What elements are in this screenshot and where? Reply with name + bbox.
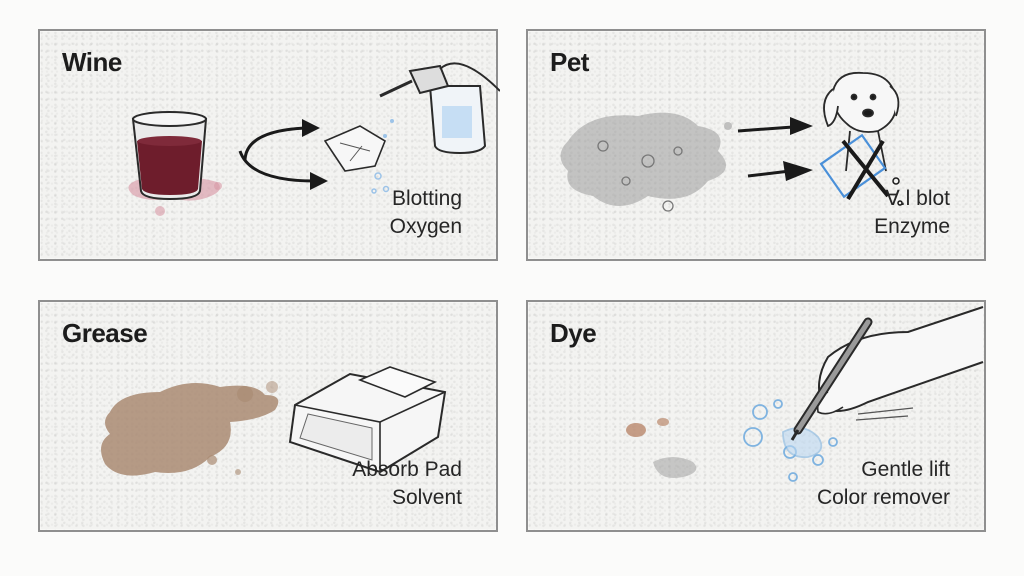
- arrow-icon: [238, 126, 316, 183]
- method-labels: Blotting Oxygen: [390, 185, 462, 241]
- wine-panel: Wine Blotting Oxygen: [38, 29, 500, 261]
- cloth-icon: [323, 125, 386, 172]
- dog-icon: [823, 71, 900, 172]
- method-label: Ɐ.l blot: [885, 187, 950, 210]
- dye-illustration: [626, 306, 984, 482]
- dye-panel: Dye Gentle lift Color remover: [526, 300, 986, 532]
- method-label: Gentle lift: [861, 458, 950, 481]
- method-label: Blotting: [391, 187, 462, 210]
- hand-with-pen-icon: [790, 306, 984, 441]
- grease-panel: Grease Absorb Pad Solvent: [38, 300, 498, 532]
- spray-bottle-icon: [371, 62, 500, 194]
- pet-panel: Pet Ɐ.l blot Enzyme: [526, 29, 986, 261]
- pet-illustration: [560, 71, 903, 212]
- absorbent-pad-icon: [288, 366, 447, 474]
- grease-stain: [101, 383, 279, 476]
- method-label: Absorb Pad: [352, 458, 462, 481]
- method-label: Oxygen: [389, 215, 462, 238]
- method-label: Enzyme: [874, 215, 950, 238]
- panel-title: Grease: [62, 318, 148, 348]
- method-labels: Ɐ.l blot Enzyme: [874, 185, 950, 241]
- cross-icon: [819, 133, 903, 206]
- panel-title: Dye: [550, 318, 597, 348]
- pet-stain: [560, 112, 726, 206]
- method-label: Solvent: [391, 486, 462, 509]
- panel-title: Wine: [62, 47, 122, 77]
- arrow-icon: [737, 125, 794, 178]
- wine-glass-icon: [131, 111, 208, 201]
- panel-title: Pet: [550, 47, 589, 77]
- grease-illustration: [101, 366, 447, 476]
- method-labels: Gentle lift Color remover: [817, 456, 950, 512]
- wine-illustration: [128, 62, 500, 216]
- method-label: Color remover: [816, 486, 950, 509]
- method-labels: Absorb Pad Solvent: [352, 456, 462, 512]
